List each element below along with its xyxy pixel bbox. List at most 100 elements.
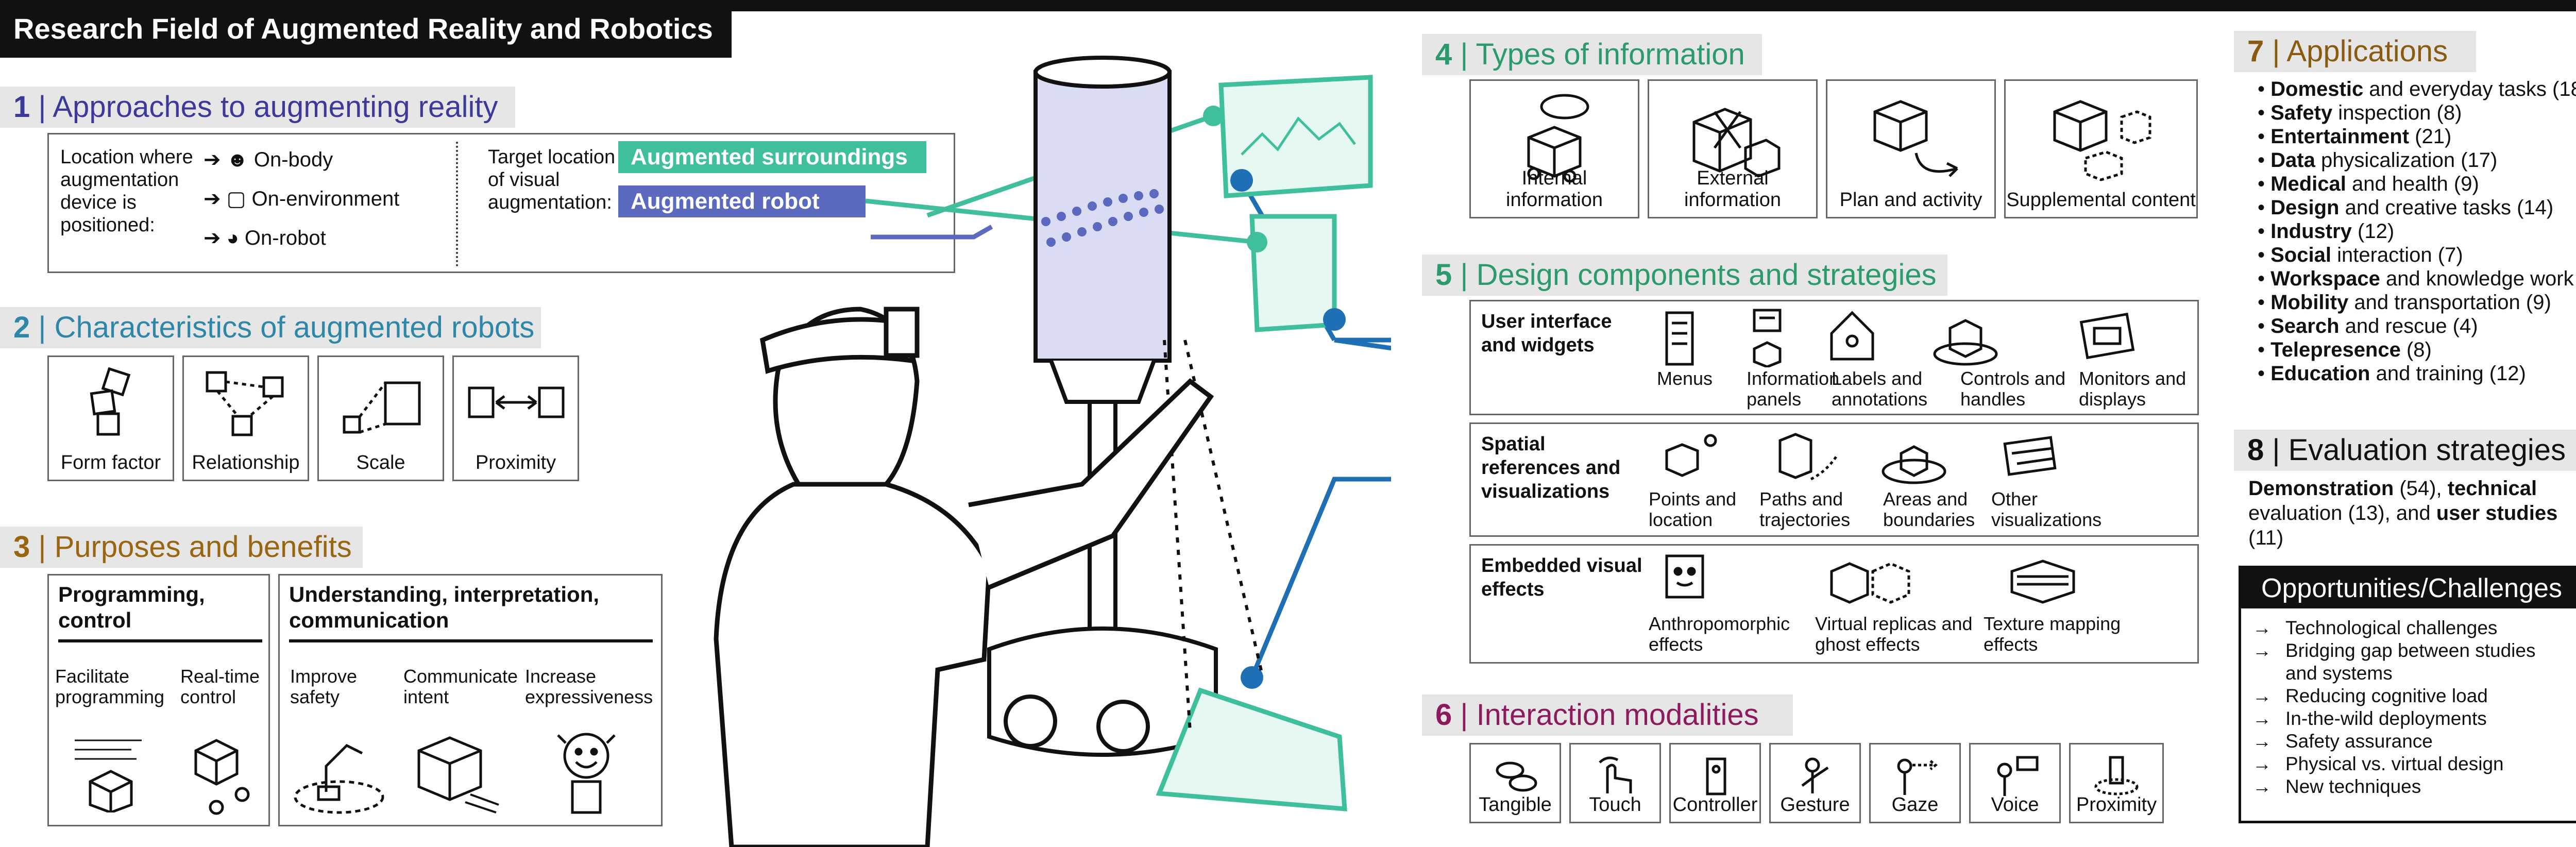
anthropomorphic-icon (1665, 554, 1704, 599)
section-7-header: 7 | Applications (2234, 31, 2476, 72)
opportunity-item: →Reducing cognitive load (2252, 685, 2488, 706)
relationship-icon (206, 371, 284, 436)
arrow-right-icon: → (2252, 708, 2272, 729)
section-2-title: Characteristics of augmented robots (54, 311, 535, 344)
gaze-person-icon (1897, 758, 1938, 795)
cube-icon: ▢ (226, 188, 252, 210)
application-item: • Search and rescue (4) (2258, 315, 2478, 337)
opportunity-item: →Technological challenges (2252, 617, 2498, 638)
application-item: • Safety inspection (8) (2258, 101, 2462, 124)
opportunities-challenges-title: Opportunities/Challenges (2241, 568, 2576, 608)
ar-panels (1156, 75, 1373, 811)
robot-arm-icon (294, 743, 384, 814)
section-4-title: Types of information (1476, 38, 1745, 71)
application-item: • Medical and health (9) (2258, 173, 2479, 195)
tile-internal-information: Internal information (1469, 79, 1639, 218)
programming-control-box: Programming, control Facilitate programm… (47, 574, 270, 826)
tangible-icon (1496, 761, 1537, 792)
tile-voice: Voice (1969, 743, 2061, 823)
section-7-title: Applications (2286, 35, 2448, 68)
evaluation-text: Demonstration (54), technical evaluation… (2248, 477, 2558, 549)
application-item: • Mobility and transportation (9) (2258, 291, 2551, 314)
location-on-environment: ➔ ▢ On-environment (204, 188, 400, 210)
person-with-headset (714, 307, 1214, 847)
robot-base-icon: ◕ (226, 227, 245, 249)
section-4-header: 4 | Types of information (1422, 34, 1762, 75)
point-location-icon (1665, 434, 1717, 477)
application-item: • Domestic and everyday tasks (18) (2258, 78, 2576, 100)
opportunity-item: →Physical vs. virtual design (2252, 753, 2504, 774)
robot-cube-icon (417, 736, 499, 814)
thinking-robot-icon (1527, 94, 1589, 183)
joystick-cube-icon (194, 739, 250, 815)
embedded-effects-row: Embedded visual effects Anthropomorphic … (1469, 544, 2199, 664)
location-on-robot: ➔ ◕ On-robot (204, 227, 326, 249)
opportunities-list: →Technological challenges →Bridging gap … (2241, 608, 2576, 798)
tile-proximity: Proximity (452, 355, 579, 481)
target-label: Target location of visual augmentation: (488, 146, 616, 213)
tile-external-information: External information (1648, 79, 1818, 218)
path-icon (1778, 433, 1838, 481)
improve-safety-label: Improve safety (290, 666, 358, 707)
section-1-header: 1 | Approaches to augmenting reality (0, 87, 515, 128)
communicate-intent-label: Communicate intent (403, 666, 518, 707)
arrow-right-icon: ➔ (204, 188, 227, 210)
arrow-right-icon: ➔ (204, 148, 227, 171)
opportunity-item: →Bridging gap between studies and system… (2252, 640, 2536, 684)
arrow-right-icon: → (2252, 776, 2272, 797)
application-item: • Design and creative tasks (14) (2258, 196, 2554, 219)
application-item: • Workspace and knowledge work (4) (2258, 267, 2576, 290)
tile-relationship: Relationship (182, 355, 309, 481)
location-label: Location where augmentation device is po… (60, 146, 193, 236)
scale-icon (343, 381, 421, 434)
location-on-body: ➔ ☻ On-body (204, 148, 333, 171)
stacked-blocks-icon (90, 367, 131, 436)
application-item: • Telepresence (8) (2258, 338, 2432, 361)
robot-tower (987, 56, 1218, 757)
section-3-title: Purposes and benefits (54, 530, 352, 564)
arrow-right-icon: → (2252, 753, 2272, 774)
section-5-header: 5 | Design components and strategies (1422, 255, 1947, 296)
controller-icon (1706, 757, 1726, 795)
person-icon: ☻ (226, 148, 254, 171)
applications-list: • Domestic and everyday tasks (18) • Saf… (2258, 77, 2576, 385)
application-item: • Data physicalization (17) (2258, 149, 2498, 172)
arrow-right-icon: → (2252, 640, 2272, 661)
area-icon (1882, 445, 1946, 484)
understanding-title: Understanding, interpretation, communica… (289, 582, 600, 632)
arrow-right-icon: → (2252, 617, 2272, 638)
section-5-title: Design components and strategies (1476, 258, 1937, 292)
application-item: • Industry (12) (2258, 220, 2395, 243)
section-8-title: Evaluation strategies (2288, 433, 2566, 467)
other-visualization-icon (2003, 436, 2057, 476)
tile-supplemental-content: Supplemental content (2004, 79, 2198, 218)
divider (456, 142, 458, 266)
arrow-right-icon: → (2252, 685, 2272, 706)
opportunity-item: →New techniques (2252, 776, 2421, 797)
touch-hand-icon (1599, 756, 1632, 793)
application-item: • Education and training (12) (2258, 362, 2526, 385)
augmented-robot-label: Augmented robot (618, 185, 866, 217)
tile-gesture: Gesture (1769, 743, 1861, 823)
virtual-replica-icon (1830, 562, 1910, 604)
gesture-person-icon (1801, 757, 1829, 793)
augmented-surroundings-label: Augmented surroundings (618, 141, 926, 173)
section-6-header: 6 | Interaction modalities (1422, 694, 1793, 736)
page-title: Research Field of Augmented Reality and … (0, 0, 732, 58)
info-panel-icon (1753, 309, 1782, 367)
programming-control-title: Programming, control (58, 582, 205, 632)
arrow-right-icon: → (2252, 731, 2272, 752)
tile-form-factor: Form factor (47, 355, 174, 481)
robot-with-box-icon (1692, 108, 1781, 178)
smiling-robot-icon (557, 733, 616, 814)
ui-widgets-row: User interface and widgets Menus Informa… (1469, 300, 2199, 415)
section-1-title: Approaches to augmenting reality (53, 90, 498, 124)
section-3-header: 3 | Purposes and benefits (0, 527, 363, 568)
tile-plan-and-activity: Plan and activity (1826, 79, 1996, 218)
arrow-right-icon: ➔ (204, 227, 227, 249)
label-icon (1830, 311, 1874, 361)
opportunity-item: →In-the-wild deployments (2252, 708, 2487, 729)
control-handle-icon (1933, 319, 1998, 366)
real-time-control-label: Real-time control (180, 666, 260, 707)
menu-icon (1665, 311, 1694, 366)
